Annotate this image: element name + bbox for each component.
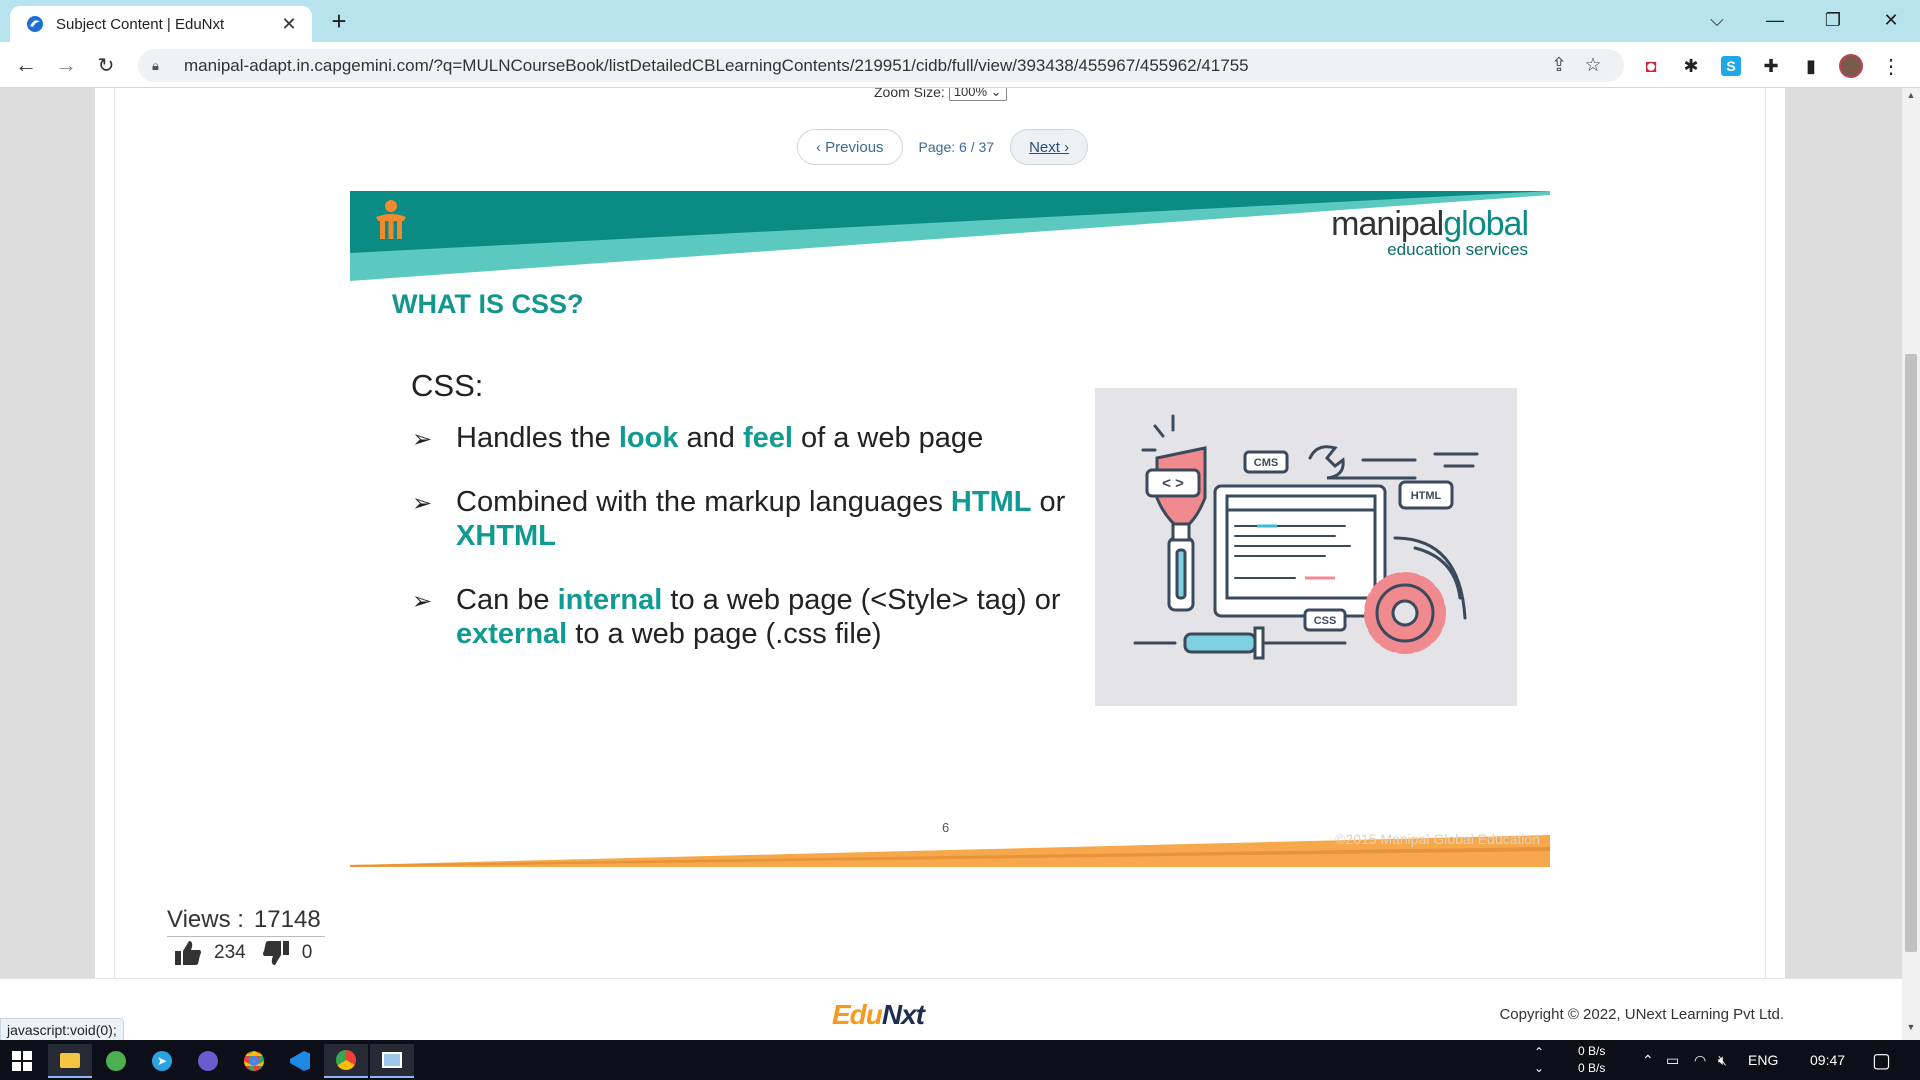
bullet-arrow-icon: ➢: [412, 588, 433, 615]
bullet-item: ➢ Handles the look and feel of a web pag…: [412, 421, 1072, 455]
bookmark-star-icon[interactable]: ☆: [1584, 55, 1602, 76]
scroll-up-arrow-icon[interactable]: ▲: [1906, 90, 1916, 100]
cms-label: CMS: [1254, 457, 1278, 469]
bullet-item: ➢ Combined with the markup languages HTM…: [412, 486, 1066, 552]
code-brackets-label: < >: [1162, 475, 1184, 492]
network-speed: 0 B/s 0 B/s: [1578, 1044, 1606, 1075]
previous-button[interactable]: ‹ Previous: [797, 129, 903, 165]
manipal-logo-icon: [376, 200, 406, 239]
page-navigation: ‹ Previous Page: 6 / 37 Next ›: [797, 129, 1089, 165]
edunxt-logo: EduNxt: [832, 999, 925, 1030]
slide-header-banner: [350, 191, 1550, 281]
zoom-select[interactable]: 100% ⌄: [948, 88, 1007, 101]
photos-app-icon[interactable]: [370, 1044, 414, 1078]
next-button[interactable]: Next ›: [1010, 129, 1089, 165]
dislikes-count: 0: [301, 942, 313, 963]
page-indicator: Page: 6 / 37: [918, 139, 995, 155]
tab-search-chevron-icon[interactable]: ⌵: [1710, 9, 1724, 30]
extension-pocket-icon[interactable]: ◘: [1645, 55, 1657, 76]
tab-strip: Subject Content | EduNxt ✕ + ⌵ — ❐ ✕: [0, 0, 1920, 42]
status-bar-link-preview: javascript:void(0);: [0, 1018, 124, 1042]
slide-title: WHAT IS CSS?: [392, 289, 584, 319]
battery-icon[interactable]: ▭: [1666, 1051, 1680, 1068]
thumbs-up-icon[interactable]: [174, 940, 202, 966]
file-explorer-icon[interactable]: [48, 1044, 92, 1078]
extension-s-icon[interactable]: S: [1716, 52, 1746, 80]
forward-arrow-icon[interactable]: →: [55, 52, 77, 77]
close-window-icon[interactable]: ✕: [1883, 9, 1899, 30]
bullet-list: ➢ Handles the look and feel of a web pag…: [412, 421, 1072, 681]
back-arrow-icon[interactable]: ←: [15, 52, 37, 77]
extensions-puzzle-icon[interactable]: ✚: [1763, 55, 1779, 76]
minimize-icon[interactable]: —: [1766, 9, 1784, 30]
share-icon[interactable]: ⇪: [1551, 55, 1567, 76]
volume-muted-icon[interactable]: 🔇︎: [1718, 1051, 1727, 1068]
windows-taskbar: ➤ ⌃⌄ 0 B/s 0 B/s ⌃ ▭ ◠ 🔇︎ ENG 09:47 ▢: [0, 1040, 1920, 1080]
language-indicator[interactable]: ENG: [1748, 1052, 1779, 1068]
url-text[interactable]: manipal-adapt.in.capgemini.com/?q=MULNCo…: [184, 55, 1249, 75]
scroll-down-arrow-icon[interactable]: ▼: [1906, 1022, 1916, 1032]
likes-count: 234: [214, 942, 246, 963]
site-footer: EduNxt Copyright © 2022, UNext Learning …: [0, 978, 1902, 1046]
zoom-control: Zoom Size: 100% ⌄: [874, 88, 1007, 101]
footer-copyright: Copyright © 2022, UNext Learning Pvt Ltd…: [1499, 1006, 1784, 1023]
rating-row: 234 0: [174, 940, 328, 966]
bullet-item: ➢ Can be internal to a web page (<Style>…: [412, 584, 1061, 650]
zoom-label: Zoom Size:: [874, 88, 945, 100]
extension-dark-icon[interactable]: ✱: [1683, 55, 1699, 76]
media-app-icon[interactable]: [186, 1044, 230, 1078]
bullet-arrow-icon: ➢: [412, 490, 433, 517]
address-bar[interactable]: 🔒︎ manipal-adapt.in.capgemini.com/?q=MUL…: [138, 49, 1624, 82]
vscode-icon[interactable]: [278, 1044, 322, 1078]
browser-toolbar: ← → ↻ 🔒︎ manipal-adapt.in.capgemini.com/…: [0, 42, 1920, 88]
window-controls: ⌵ — ❐ ✕: [1688, 0, 1920, 42]
close-tab-icon[interactable]: ✕: [281, 13, 297, 34]
html-label: HTML: [1411, 490, 1442, 502]
scrollbar-thumb[interactable]: [1905, 354, 1917, 952]
page-viewport: Zoom Size: 100% ⌄ ‹ Previous Page: 6 / 3…: [0, 88, 1902, 1080]
lock-icon: 🔒︎: [152, 57, 159, 73]
wifi-icon[interactable]: ◠: [1694, 1051, 1707, 1068]
clock[interactable]: 09:47: [1810, 1052, 1846, 1068]
bullet-arrow-icon: ➢: [412, 426, 433, 453]
restore-icon[interactable]: ❐: [1824, 9, 1842, 30]
chrome-icon[interactable]: [232, 1044, 276, 1078]
page-scrollbar[interactable]: ▲ ▼: [1902, 88, 1920, 1040]
slide-heading: CSS:: [411, 368, 484, 403]
tab-title: Subject Content | EduNxt: [56, 15, 225, 33]
edunxt-favicon-icon: [27, 16, 43, 32]
telegram-icon[interactable]: ➤: [140, 1044, 184, 1078]
tray-overflow-icon[interactable]: ⌃: [1642, 1051, 1654, 1068]
thumbs-down-icon[interactable]: [262, 940, 290, 966]
profile-avatar[interactable]: [1836, 52, 1866, 80]
web-dev-tools-icon: CMS HTML CSS < >: [1133, 414, 1479, 660]
slide-copyright: ©2015 Manipal Global Education: [1335, 831, 1540, 847]
browser-tab[interactable]: Subject Content | EduNxt ✕: [10, 6, 312, 42]
web-development-illustration: CMS HTML CSS < >: [1095, 388, 1517, 706]
network-chevrons-icon[interactable]: ⌃⌄: [1534, 1045, 1545, 1075]
chrome-active-window-icon[interactable]: [324, 1044, 368, 1078]
views-counter: Views :17148: [167, 906, 325, 937]
reload-icon[interactable]: ↻: [97, 54, 115, 77]
css-label: CSS: [1314, 615, 1337, 627]
windows-start-icon[interactable]: [0, 1044, 44, 1078]
green-app-icon[interactable]: [94, 1044, 138, 1078]
side-panel-icon[interactable]: ▮: [1806, 55, 1816, 76]
browser-menu-icon[interactable]: ⋮: [1881, 55, 1901, 78]
new-tab-button[interactable]: +: [331, 6, 347, 36]
notifications-icon[interactable]: ▢: [1872, 1049, 1891, 1072]
slide: manipalglobal education services WHAT IS…: [350, 191, 1550, 867]
manipal-global-logo: manipalglobal education services: [1331, 205, 1529, 259]
slide-page-number: 6: [942, 820, 950, 835]
slide-footer-banner: [350, 835, 1550, 867]
